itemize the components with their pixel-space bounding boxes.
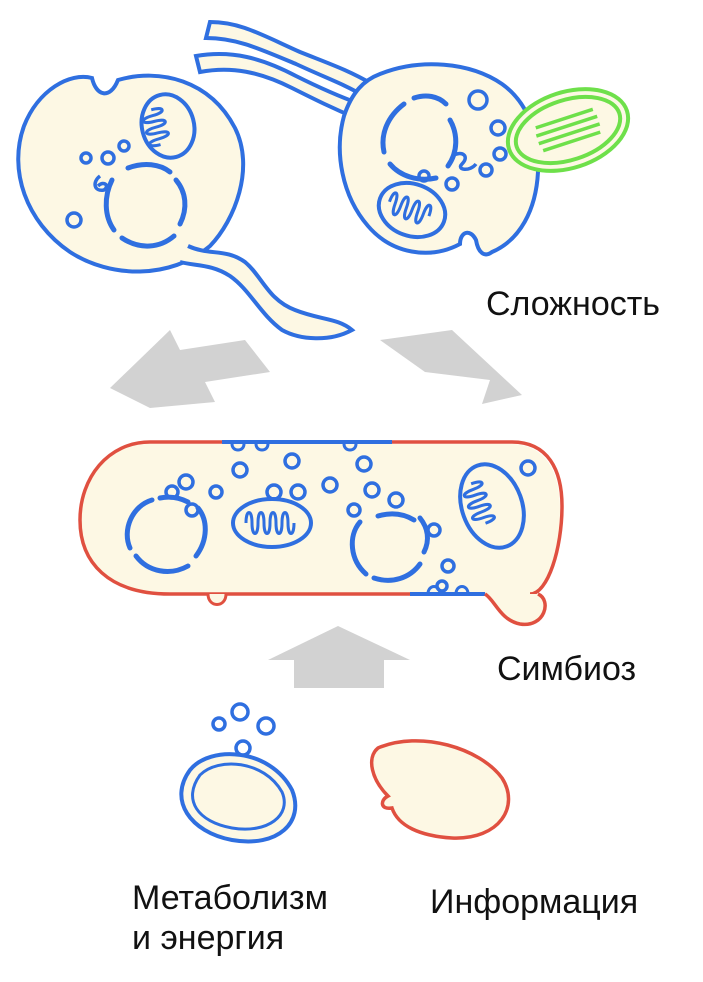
metabolism-cell	[179, 702, 298, 844]
complexity-label: Сложность	[486, 285, 661, 323]
nucleus-right	[349, 511, 430, 583]
mitochondrion	[376, 180, 448, 240]
vesicle	[211, 716, 227, 732]
up-arrow-icon-bottom	[268, 626, 410, 688]
metabolism-label-line1: Метаболизм	[132, 879, 329, 917]
symbiosis-cell	[78, 440, 564, 626]
information-label: Информация	[430, 883, 639, 921]
nucleus	[380, 93, 459, 182]
vesicle	[234, 739, 252, 757]
metabolism-label: Метаболизм и энергия	[132, 878, 328, 958]
up-arrow-icon-left	[110, 330, 270, 408]
arrows	[110, 330, 522, 688]
vesicle	[256, 716, 276, 736]
mitochondrion-right	[458, 462, 526, 550]
up-arrow-icon-right	[380, 330, 522, 404]
mitochondrion-center	[231, 497, 313, 549]
symbiosis-label: Симбиоз	[497, 650, 637, 688]
nucleus-left	[124, 494, 208, 574]
chloroplast	[505, 87, 631, 173]
nucleus	[103, 162, 188, 249]
eukaryote-left	[16, 73, 356, 341]
eukaryote-right	[193, 19, 631, 257]
information-cell	[369, 739, 511, 840]
metabolism-label-line2: и энергия	[132, 919, 285, 957]
mitochondrion	[139, 92, 197, 160]
vesicle	[230, 702, 250, 722]
